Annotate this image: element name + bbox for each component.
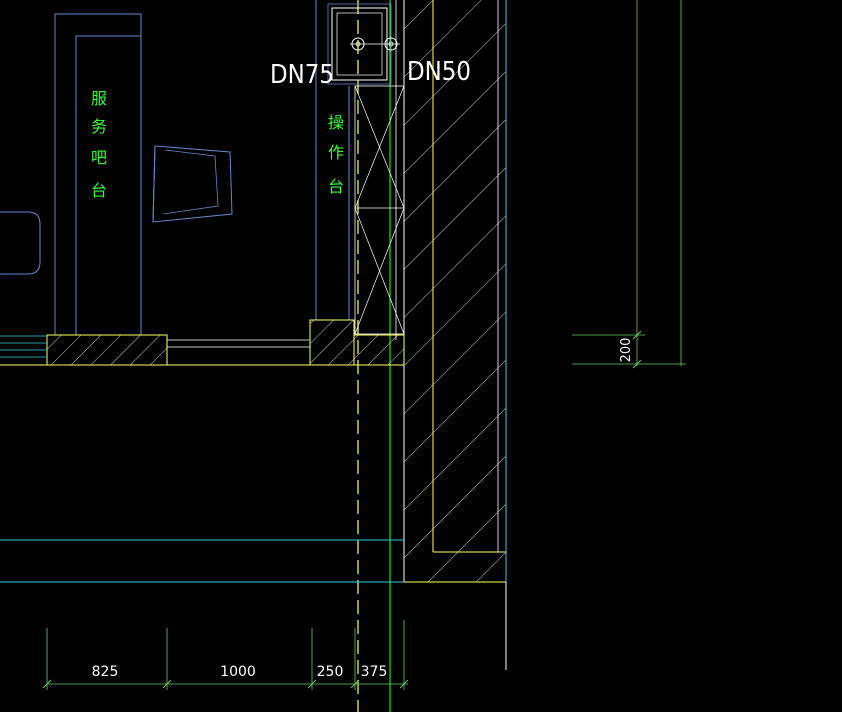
chair-icon: [152, 145, 233, 223]
operation-table-char-1: 操: [328, 113, 344, 132]
service-counter-char-4: 台: [91, 181, 107, 200]
pipe-label-dn75: DN75: [270, 60, 334, 90]
service-counter-char-3: 吧: [91, 148, 107, 167]
exterior-wall: [403, 0, 507, 670]
service-counter-char-2: 务: [91, 117, 107, 136]
service-counter: [54, 13, 142, 335]
sink-fixture: [327, 3, 400, 85]
dim-375: 375: [361, 664, 388, 680]
pipe-label-dn50: DN50: [407, 57, 471, 87]
left-fixture: [0, 211, 41, 275]
dim-right-label: 200: [619, 338, 634, 363]
floor-lines: [0, 539, 404, 583]
operation-table-char-2: 作: [328, 143, 344, 162]
partition-wall: [0, 319, 405, 366]
dim-1000: 1000: [220, 664, 256, 680]
bottom-dimensions: 825 1000 250 375: [42, 620, 409, 690]
operation-table: [315, 0, 350, 320]
dim-250: 250: [317, 664, 344, 680]
operation-table-frame: [354, 85, 405, 335]
operation-table-label: 操 作 台: [328, 113, 344, 196]
service-counter-label: 服 务 吧 台: [91, 89, 107, 200]
right-dimension: 200: [572, 0, 686, 369]
dim-825: 825: [92, 664, 119, 680]
operation-table-char-3: 台: [328, 177, 344, 196]
service-counter-char-1: 服: [91, 89, 107, 108]
